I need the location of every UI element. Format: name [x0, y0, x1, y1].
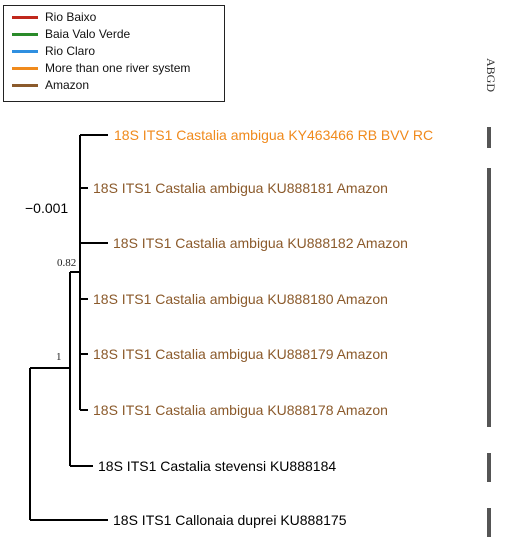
tip-label: 18S ITS1 Castalia ambigua KY463466 RB BV…	[114, 127, 433, 143]
legend-item-more-than-one-river: More than one river system	[12, 60, 190, 76]
legend-swatch	[12, 83, 38, 87]
legend-box: Rio Baixo Baia Valo Verde Rio Claro More…	[3, 5, 225, 102]
legend-swatch	[12, 66, 38, 70]
legend-label: Rio Baixo	[45, 10, 97, 24]
legend-label: Rio Claro	[45, 44, 96, 58]
legend-item-rio-baixo: Rio Baixo	[12, 9, 96, 25]
tip-label: 18S ITS1 Castalia ambigua KU888181 Amazo…	[93, 180, 388, 196]
tree-branches	[29, 134, 108, 521]
legend-label: More than one river system	[45, 61, 191, 75]
abgd-column-header: ABGD	[484, 57, 498, 92]
legend-item-rio-claro: Rio Claro	[12, 43, 95, 59]
legend-label: Baia Valo Verde	[45, 27, 131, 41]
tip-label: 18S ITS1 Castalia ambigua KU888178 Amazo…	[93, 402, 388, 418]
legend-swatch	[12, 15, 38, 19]
scale-label: −0.001	[25, 200, 68, 216]
legend-item-amazon: Amazon	[12, 77, 89, 93]
support-value: 1	[56, 351, 62, 363]
legend-swatch	[12, 49, 38, 53]
tip-label: 18S ITS1 Castalia ambigua KU888182 Amazo…	[113, 235, 408, 251]
tip-label: 18S ITS1 Castalia ambigua KU888179 Amazo…	[93, 346, 388, 362]
legend-label: Amazon	[45, 78, 90, 92]
tip-label: 18S ITS1 Castalia ambigua KU888180 Amazo…	[93, 291, 388, 307]
legend-swatch	[12, 32, 38, 36]
tip-label: 18S ITS1 Callonaia duprei KU888175	[113, 512, 347, 528]
legend-item-baia-valo-verde: Baia Valo Verde	[12, 26, 130, 42]
tip-label: 18S ITS1 Castalia stevensi KU888184	[98, 458, 336, 474]
support-value: 0.82	[57, 257, 76, 269]
